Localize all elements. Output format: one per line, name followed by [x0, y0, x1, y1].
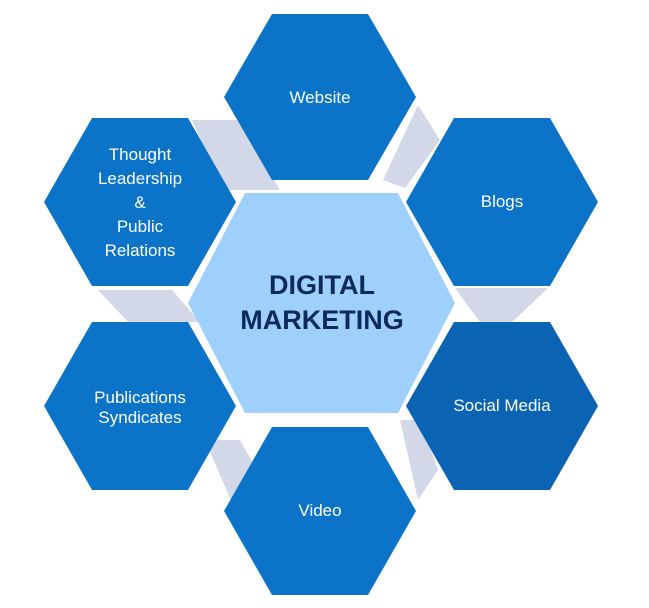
- hexagon-center: [188, 193, 455, 413]
- hexagon-blogs: [406, 118, 598, 286]
- label-thought-line4: Public: [116, 217, 164, 236]
- center-title: DIGITAL MARKETING: [208, 263, 436, 343]
- label-social-media: Social Media: [420, 388, 584, 424]
- connector-publications-thought: [98, 290, 200, 322]
- hexagon-video: [224, 427, 416, 595]
- label-publications-line1: Publications: [94, 388, 186, 407]
- center-title-line1: DIGITAL: [269, 270, 375, 300]
- hexagon-website: [224, 14, 416, 180]
- connector-blogs-social: [455, 288, 548, 322]
- label-blogs-line1: Blogs: [480, 192, 524, 211]
- label-publications-line2: Syndicates: [98, 408, 182, 427]
- label-website-line1: Website: [289, 88, 351, 107]
- connector-social-video: [400, 420, 438, 500]
- label-thought-line5: Relations: [104, 241, 176, 260]
- center-title-line2: MARKETING: [240, 305, 404, 335]
- label-publications: Publications Syndicates: [60, 386, 220, 430]
- label-video: Video: [244, 493, 396, 529]
- label-thought-leadership: Thought Leadership & Public Relations: [60, 141, 220, 265]
- hexagon-thought-leadership: [44, 118, 236, 286]
- label-video-line1: Video: [298, 501, 342, 520]
- label-website: Website: [244, 80, 396, 116]
- connector-website-thought: [192, 120, 280, 190]
- label-social-media-line1: Social Media: [453, 396, 551, 415]
- hexagon-social-media: [406, 322, 598, 490]
- label-blogs: Blogs: [426, 184, 578, 220]
- connector-website-blogs: [383, 105, 440, 188]
- label-thought-line3: &: [134, 193, 146, 212]
- hexagon-publications: [44, 322, 236, 490]
- label-thought-line2: Leadership: [97, 169, 183, 188]
- label-thought-line1: Thought: [108, 145, 172, 164]
